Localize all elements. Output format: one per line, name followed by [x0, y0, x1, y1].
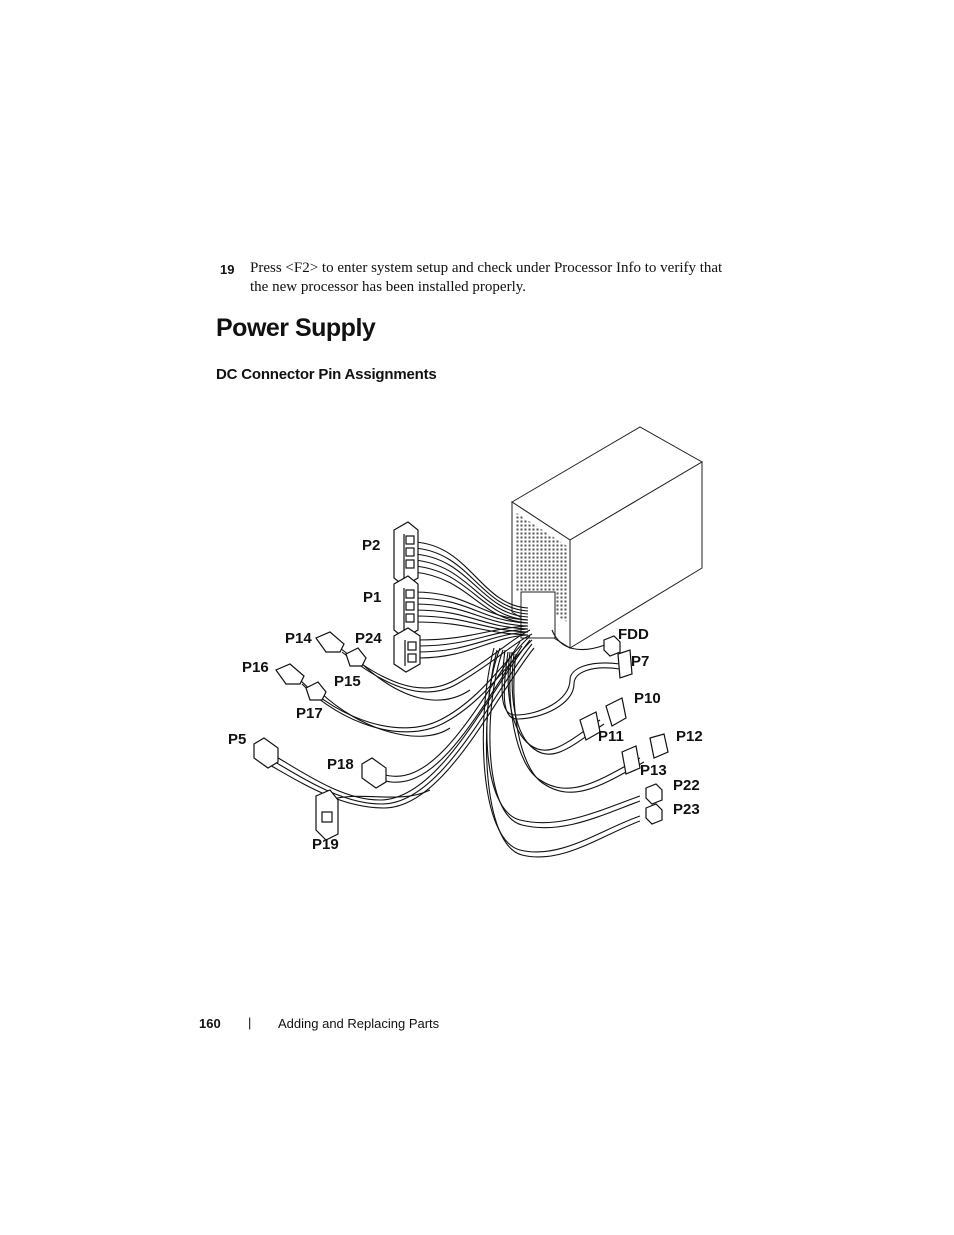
psu-unit — [511, 426, 703, 649]
cable-p23 — [482, 647, 641, 858]
connector-p23 — [645, 803, 663, 825]
page-number: 160 — [199, 1016, 221, 1031]
label-p22: P22 — [673, 777, 700, 794]
connector-fdd — [603, 635, 621, 657]
connector-p5 — [253, 737, 279, 769]
connector-p12 — [649, 733, 669, 759]
cable-bundles — [267, 541, 645, 858]
cable-p24 — [417, 625, 529, 659]
step-number: 19 — [220, 262, 235, 277]
label-p18: P18 — [327, 756, 354, 773]
label-p24: P24 — [355, 630, 382, 647]
footer-separator: | — [248, 1015, 252, 1030]
connector-p13 — [621, 745, 641, 775]
connector-p22 — [645, 783, 663, 805]
connector-p17 — [305, 681, 327, 701]
cable-p2 — [413, 541, 529, 624]
connectors — [253, 521, 669, 841]
label-p16: P16 — [242, 659, 269, 676]
cable-p14-p15 — [339, 629, 533, 701]
psu-cable-outlet — [520, 591, 556, 639]
label-p10: P10 — [634, 690, 661, 707]
label-p7: P7 — [631, 653, 649, 670]
connector-labels: P2 P1 P14 P24 P16 P15 P17 P5 P18 P19 FDD… — [228, 537, 703, 853]
cable-p10-p11 — [507, 651, 605, 755]
footer-chapter-title: Adding and Replacing Parts — [278, 1016, 440, 1031]
connector-p19 — [315, 789, 339, 841]
connector-p24 — [393, 627, 421, 673]
label-p14: P14 — [285, 630, 312, 647]
connector-p18 — [361, 757, 387, 789]
cable-p16-p17 — [299, 635, 533, 737]
label-fdd: FDD — [618, 626, 649, 643]
connector-p15 — [345, 647, 367, 667]
step-19: 19 Press <F2> to enter system setup and … — [220, 259, 740, 297]
label-p1: P1 — [363, 589, 381, 606]
connector-p2 — [393, 521, 419, 587]
connector-p1 — [393, 575, 419, 639]
label-p12: P12 — [676, 728, 703, 745]
cable-fdd-p7 — [501, 629, 621, 720]
label-p13: P13 — [640, 762, 667, 779]
connector-p14 — [315, 631, 345, 653]
label-p17: P17 — [296, 705, 323, 722]
cable-p5-p19 — [267, 639, 535, 809]
label-p2: P2 — [362, 537, 380, 554]
label-p23: P23 — [673, 801, 700, 818]
cable-p12-p13 — [509, 651, 645, 793]
connector-p7 — [617, 649, 633, 679]
cable-p18 — [381, 641, 523, 783]
subsection-title: DC Connector Pin Assignments — [216, 366, 437, 383]
label-p11: P11 — [598, 728, 624, 745]
section-title: Power Supply — [216, 314, 376, 342]
connector-p16 — [275, 663, 305, 685]
label-p5: P5 — [228, 731, 246, 748]
label-p15: P15 — [334, 673, 361, 690]
step-text: Press <F2> to enter system setup and che… — [250, 260, 723, 295]
label-p19: P19 — [312, 836, 339, 853]
connector-p11 — [579, 711, 601, 741]
connector-p10 — [605, 697, 627, 727]
